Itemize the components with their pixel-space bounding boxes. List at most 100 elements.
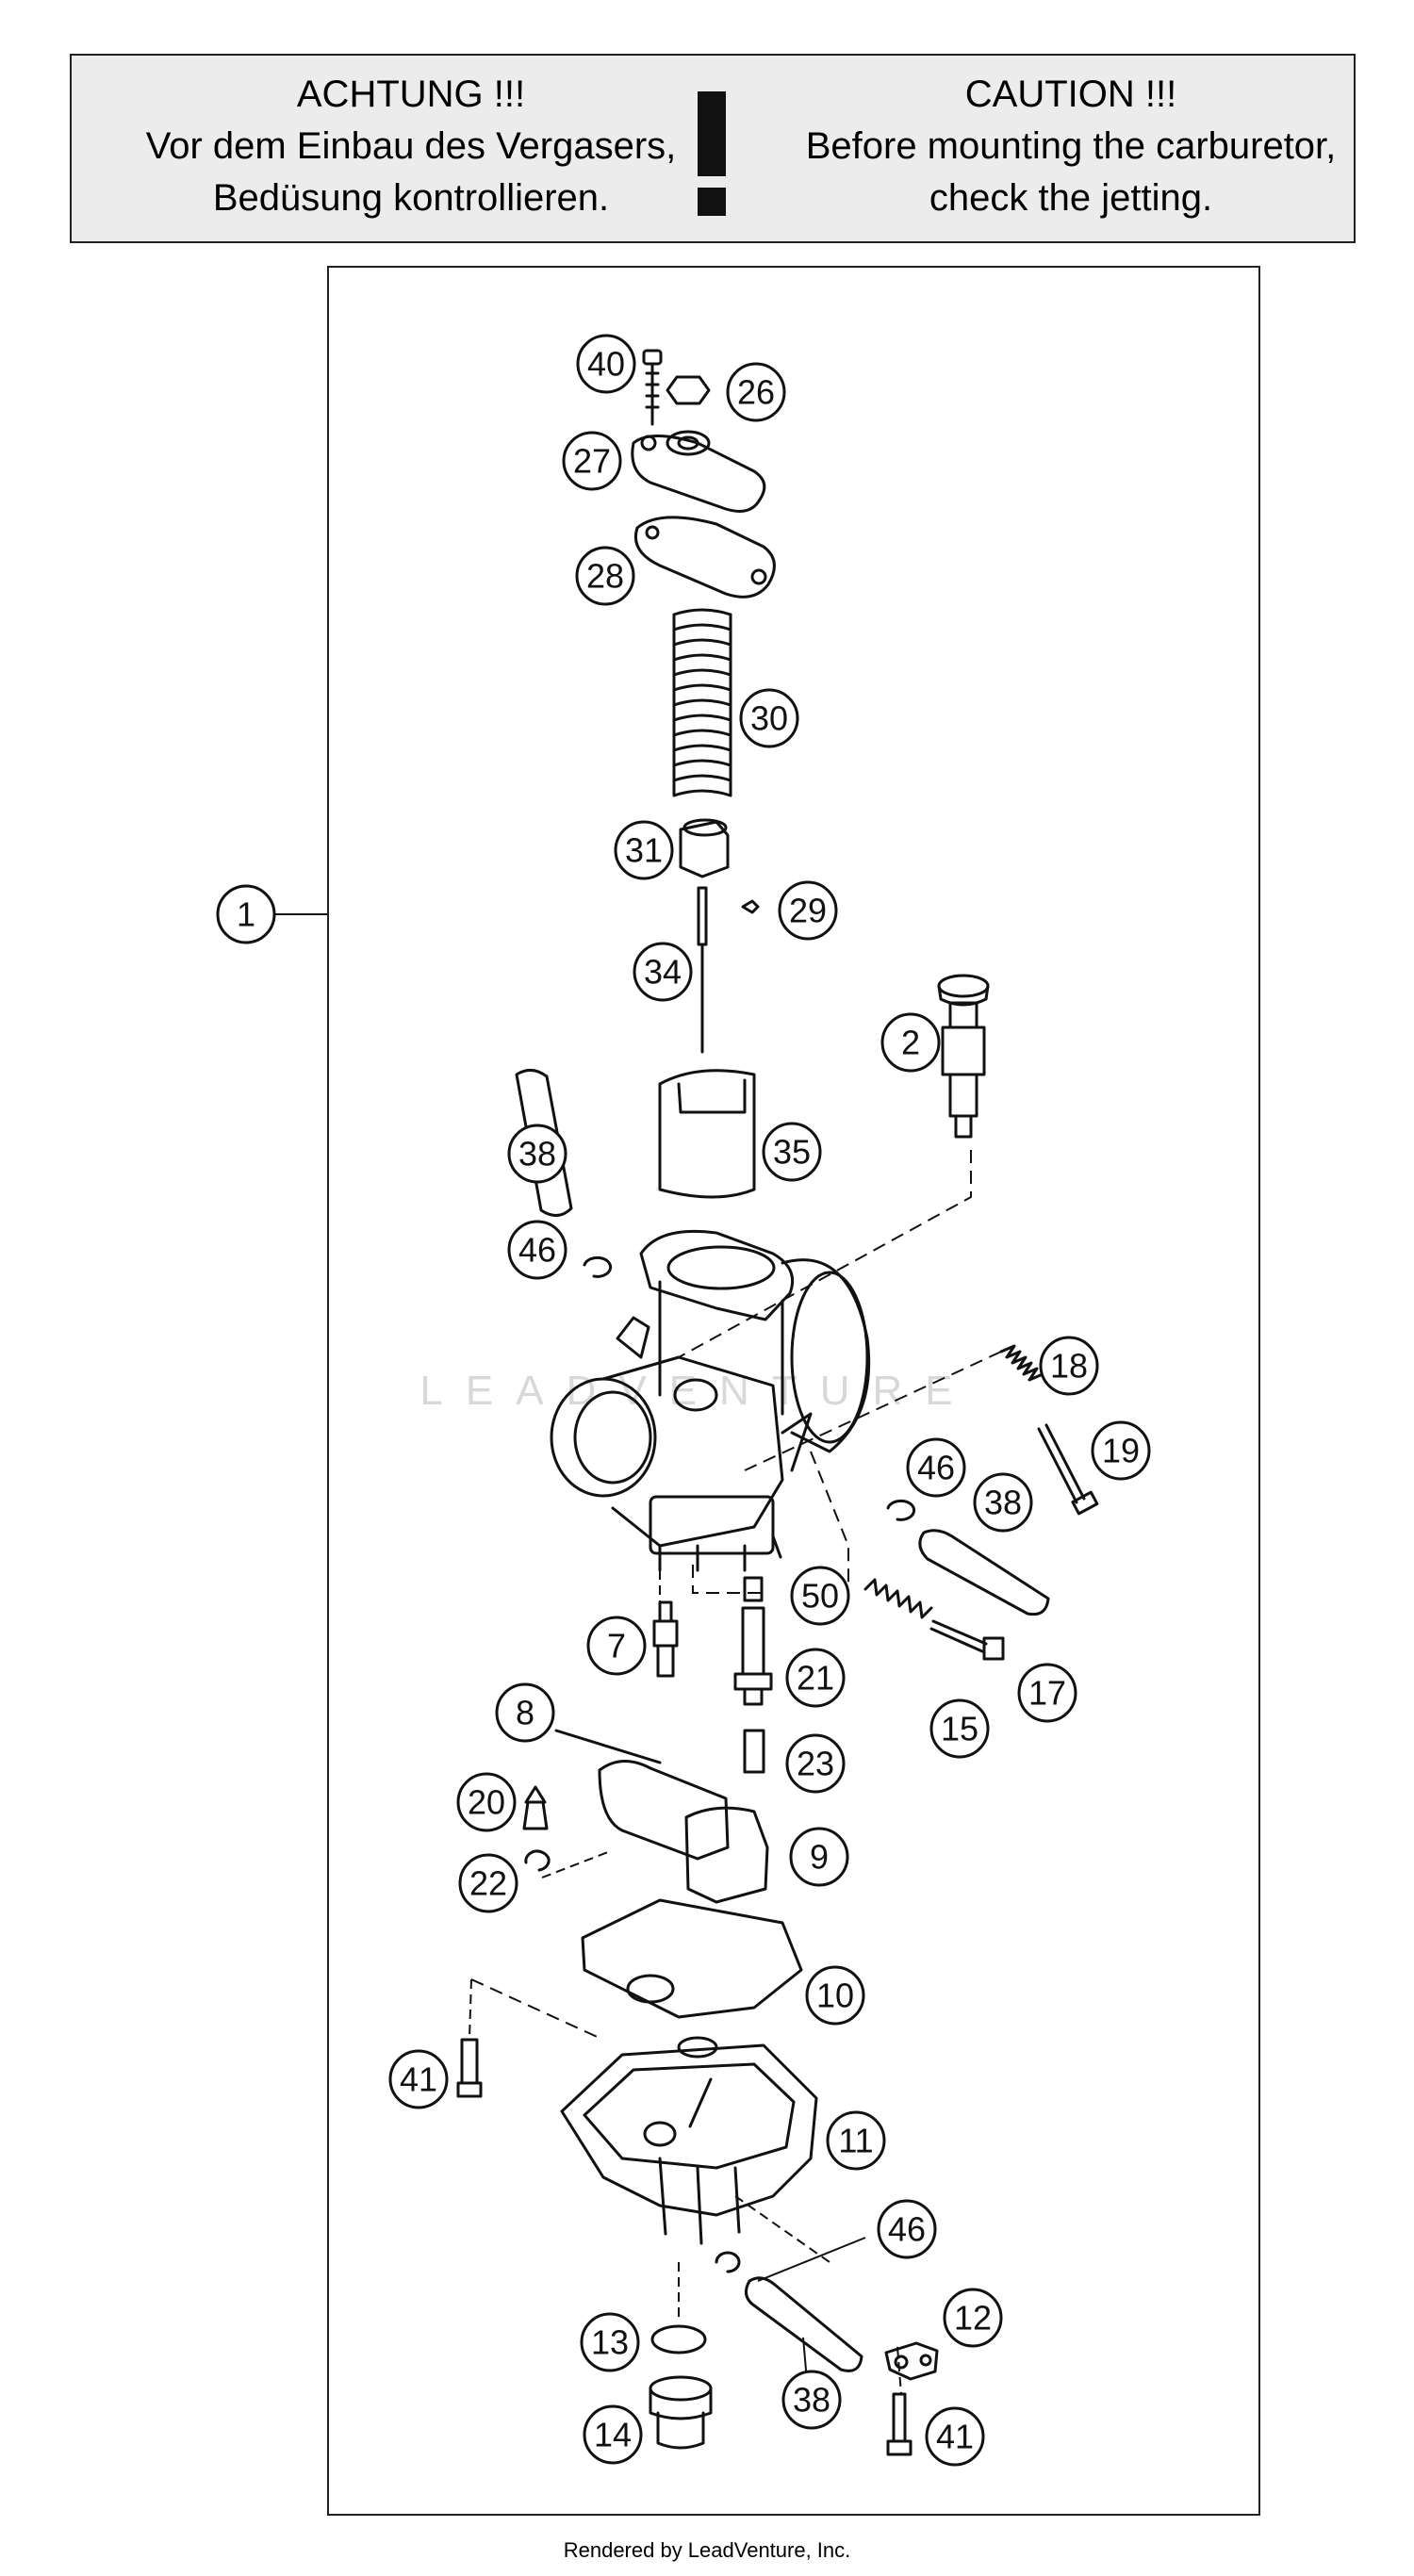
carburetor-body-drawing <box>550 1229 871 1572</box>
callout-8[interactable]: 8 <box>495 1682 555 1743</box>
callout-26[interactable]: 26 <box>726 362 786 422</box>
footer-credit: Rendered by LeadVenture, Inc. <box>563 2538 851 2562</box>
callout-46-upper-label: 46 <box>518 1231 556 1270</box>
exclamation-dot-icon <box>698 188 726 216</box>
callout-38-upper-label: 38 <box>518 1135 556 1173</box>
callout-10[interactable]: 10 <box>805 1965 865 2026</box>
callout-31-label: 31 <box>625 831 663 870</box>
float-bowl-11-drawing <box>560 2036 818 2245</box>
spring-15-drawing <box>863 1578 933 1619</box>
callout-22-label: 22 <box>469 1864 507 1903</box>
caution-banner: ACHTUNG !!! Vor dem Einbau des Vergasers… <box>70 54 1356 243</box>
callout-38-upper[interactable]: 38 <box>507 1124 567 1184</box>
callout-7[interactable]: 7 <box>586 1616 647 1676</box>
callout-29-label: 29 <box>789 892 827 930</box>
german-warning-line1: Vor dem Einbau des Vergasers, <box>145 125 677 167</box>
pin-8-drawing <box>554 1729 662 1764</box>
bracket-12-drawing <box>884 2341 939 2381</box>
callout-23-label: 23 <box>797 1745 834 1783</box>
callout-30[interactable]: 30 <box>739 688 799 748</box>
callout-21-label: 21 <box>797 1659 834 1698</box>
callout-14[interactable]: 14 <box>583 2404 643 2465</box>
callout-15[interactable]: 15 <box>929 1698 990 1759</box>
english-warning-line1: Before mounting the carburetor, <box>805 125 1337 167</box>
callout-9[interactable]: 9 <box>789 1827 849 1887</box>
callout-46-upper[interactable]: 46 <box>507 1220 567 1280</box>
callout-21[interactable]: 21 <box>785 1648 846 1708</box>
callout-31[interactable]: 31 <box>614 820 674 880</box>
callout-40[interactable]: 40 <box>576 334 636 394</box>
gasket-28-drawing <box>634 516 776 599</box>
callout-46-mid[interactable]: 46 <box>906 1437 966 1498</box>
callout-18-label: 18 <box>1050 1347 1088 1386</box>
callout-28[interactable]: 28 <box>575 546 635 606</box>
callout-7-label: 7 <box>607 1627 626 1665</box>
clip-22-drawing <box>524 1849 551 1872</box>
callout-38-mid[interactable]: 38 <box>973 1472 1033 1533</box>
spring-30-drawing <box>672 608 732 797</box>
callout-11[interactable]: 11 <box>826 2110 886 2171</box>
callout-13[interactable]: 13 <box>580 2312 640 2372</box>
callout-38-lower[interactable]: 38 <box>781 2370 842 2430</box>
callout-1[interactable]: 1 <box>216 884 276 944</box>
german-warning-title: ACHTUNG !!! <box>296 74 526 115</box>
hose-38-upper-drawing <box>515 1069 573 1217</box>
screw-17-drawing <box>929 1619 1005 1661</box>
callout-2[interactable]: 2 <box>880 1012 941 1073</box>
clip-46-lower-drawing <box>715 2251 741 2273</box>
callout-10-label: 10 <box>816 1977 854 2015</box>
drain-plug-14-drawing <box>649 2375 713 2450</box>
callout-13-label: 13 <box>591 2323 629 2362</box>
gasket-10-drawing <box>581 1898 803 2019</box>
hose-38-lower-drawing <box>744 2276 863 2372</box>
watermark-text: LEADVENTURE <box>419 1368 975 1414</box>
callout-12-label: 12 <box>954 2299 992 2338</box>
callout-27-label: 27 <box>573 442 611 481</box>
callout-20[interactable]: 20 <box>456 1772 517 1832</box>
callout-35-label: 35 <box>773 1133 811 1172</box>
callout-41-upper[interactable]: 41 <box>388 2049 449 2109</box>
callout-15-label: 15 <box>941 1710 978 1748</box>
callout-30-label: 30 <box>750 699 788 738</box>
callout-22[interactable]: 22 <box>458 1853 518 1913</box>
main-jet-23-drawing <box>743 1729 765 1774</box>
float-9-drawing <box>598 1760 769 1904</box>
callout-2-label: 2 <box>901 1024 920 1062</box>
callout-12[interactable]: 12 <box>943 2288 1003 2348</box>
callout-35[interactable]: 35 <box>762 1122 822 1182</box>
callout-29[interactable]: 29 <box>778 880 838 941</box>
callout-41-lower-label: 41 <box>936 2418 974 2456</box>
screw-19-drawing <box>1037 1423 1099 1516</box>
callout-38-mid-label: 38 <box>984 1484 1022 1522</box>
callout-18[interactable]: 18 <box>1039 1336 1099 1396</box>
callout-46-lower[interactable]: 46 <box>877 2199 937 2259</box>
english-warning-line2: check the jetting. <box>929 177 1213 219</box>
callout-50[interactable]: 50 <box>790 1566 850 1626</box>
callout-40-label: 40 <box>587 345 625 384</box>
part-drawings <box>456 349 1099 2456</box>
callout-27[interactable]: 27 <box>562 431 622 491</box>
nut-26-drawing <box>666 375 711 405</box>
german-warning-line2: Bedüsung kontrollieren. <box>212 177 610 219</box>
callout-14-label: 14 <box>594 2416 632 2454</box>
spring-18-drawing <box>999 1344 1044 1382</box>
callout-38-lower-label: 38 <box>793 2381 830 2420</box>
callout-46-mid-label: 46 <box>917 1449 955 1487</box>
callout-20-label: 20 <box>468 1783 505 1822</box>
callout-9-label: 9 <box>810 1838 829 1877</box>
screw-40-drawing <box>642 349 663 426</box>
exclamation-icon <box>698 91 726 176</box>
leader-lines <box>275 913 1002 2395</box>
idle-screw-2-drawing <box>937 974 990 1139</box>
callout-23[interactable]: 23 <box>785 1733 846 1794</box>
hose-38-mid-drawing <box>918 1529 1050 1616</box>
callout-17[interactable]: 17 <box>1017 1663 1077 1723</box>
callout-50-label: 50 <box>801 1577 839 1616</box>
callout-34[interactable]: 34 <box>633 942 693 1002</box>
needle-34-drawing <box>697 886 708 1054</box>
callout-34-label: 34 <box>644 953 682 992</box>
callout-group: 1 40 26 27 28 30 31 29 34 2 38 35 46 18 … <box>216 334 1151 2467</box>
callout-19[interactable]: 19 <box>1091 1420 1151 1481</box>
callout-41-lower[interactable]: 41 <box>925 2406 985 2467</box>
